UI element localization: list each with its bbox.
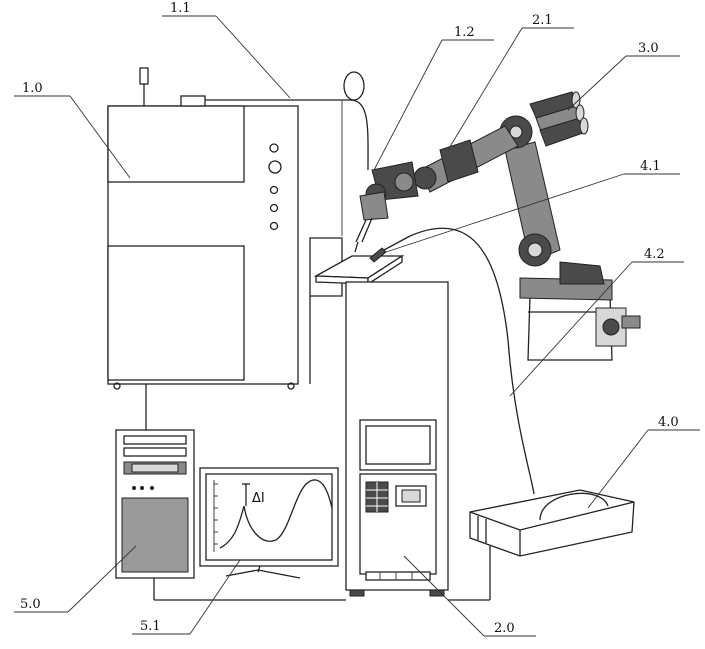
label-4-2: 4.2 xyxy=(644,247,665,262)
label-5-0: 5.0 xyxy=(20,597,41,612)
label-1-0: 1.0 xyxy=(22,81,43,96)
label-4-0: 4.0 xyxy=(658,415,679,430)
acquisition-unit xyxy=(470,490,634,556)
label-3-0: 3.0 xyxy=(638,41,659,56)
label-4-1: 4.1 xyxy=(640,159,661,174)
robot-controller-cabinet xyxy=(346,282,448,596)
power-supply-cabinet xyxy=(108,68,298,389)
label-2-0: 2.0 xyxy=(494,621,515,636)
tower-vent-panel xyxy=(122,498,188,572)
label-2-1: 2.1 xyxy=(532,13,553,28)
label-1-1: 1.1 xyxy=(170,1,191,16)
motor-pack xyxy=(530,92,588,146)
monitor: ΔI xyxy=(200,468,338,578)
label-5-1: 5.1 xyxy=(140,619,161,634)
delta-label: ΔI xyxy=(252,491,265,506)
label-1-2: 1.2 xyxy=(454,25,475,40)
computer-tower xyxy=(116,430,194,578)
